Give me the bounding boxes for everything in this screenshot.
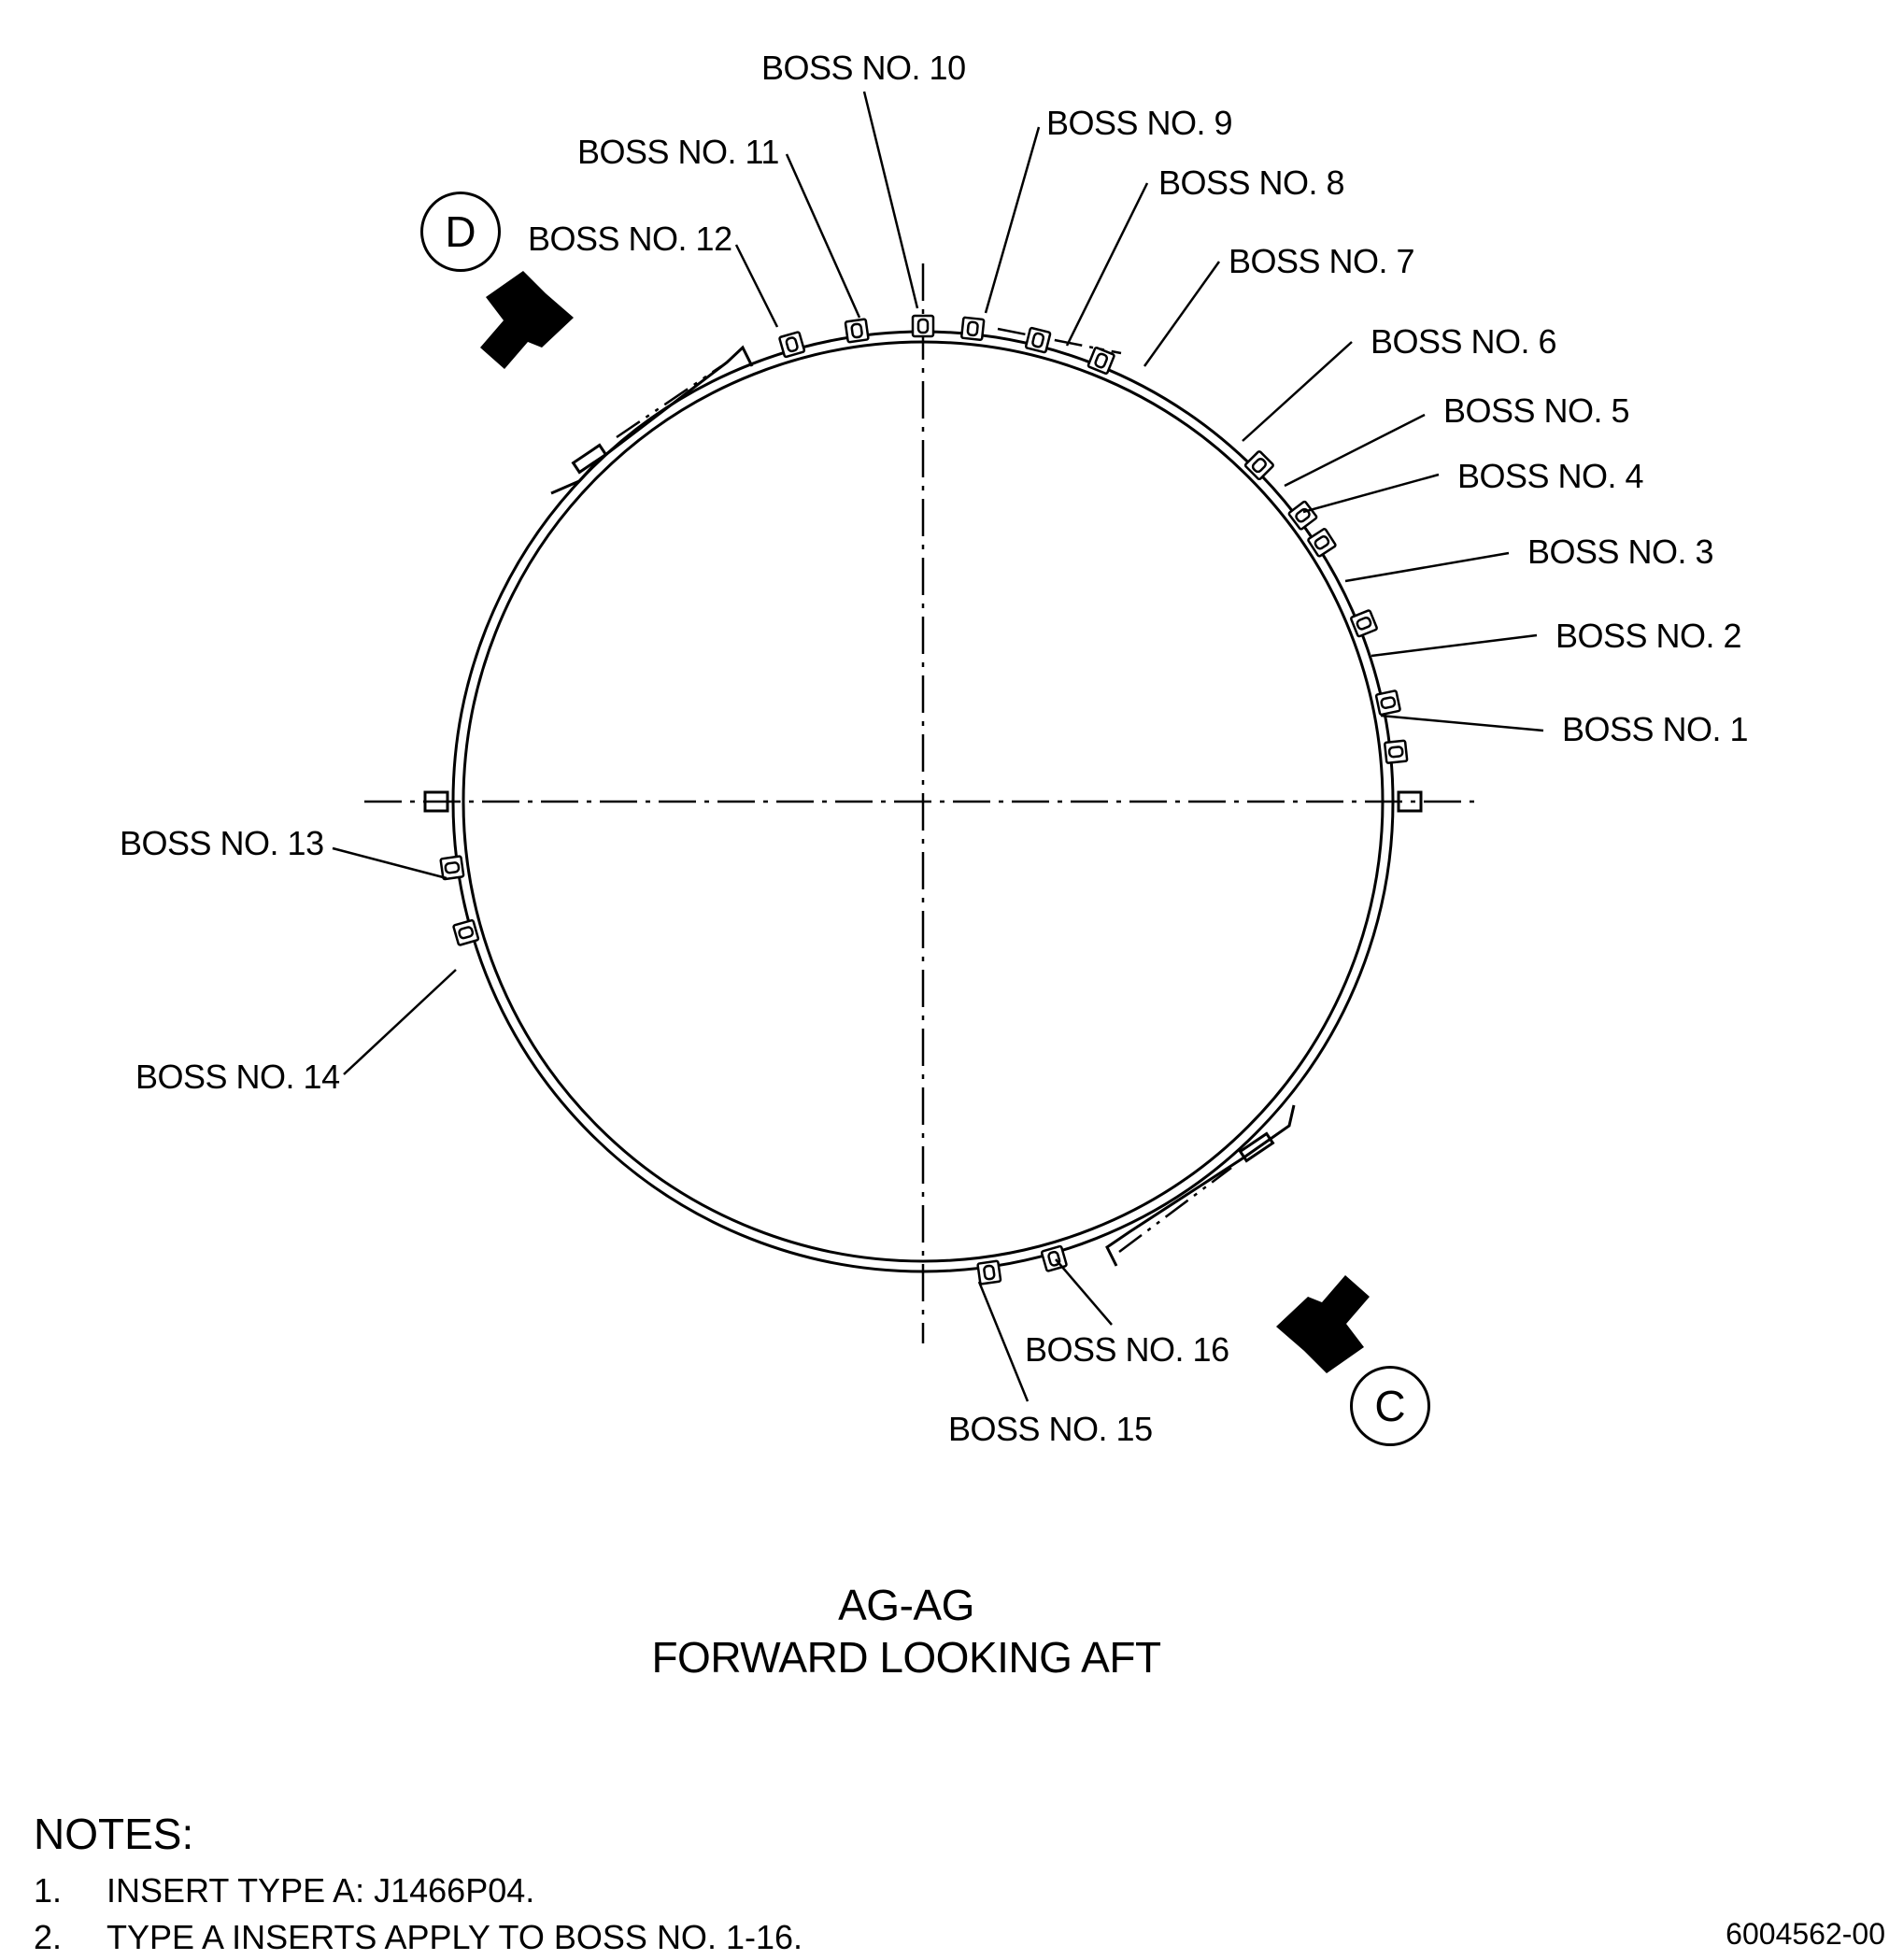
flange-segment-upper-left <box>550 345 754 495</box>
leader-line-boss-9 <box>984 126 1041 314</box>
boss-label-9: BOSS NO. 9 <box>1046 104 1233 142</box>
flange-tab-lower-right <box>1238 1131 1275 1163</box>
leader-line-boss-7 <box>1143 261 1221 367</box>
note-number: 1. <box>34 1871 63 1910</box>
notes-heading: NOTES: <box>34 1810 194 1858</box>
leader-line-boss-10 <box>862 91 919 309</box>
section-caption: FORWARD LOOKING AFT <box>651 1633 1161 1682</box>
note-item: 2. TYPE A INSERTS APPLY TO BOSS NO. 1-16… <box>34 1914 802 1960</box>
boss-label-14: BOSS NO. 14 <box>135 1058 340 1096</box>
boss-2 <box>1374 689 1401 717</box>
note-number: 2. <box>34 1918 63 1956</box>
boss-7 <box>1087 347 1115 375</box>
boss-9 <box>960 316 986 341</box>
boss-14 <box>452 918 480 946</box>
leader-line-boss-3 <box>1344 551 1510 583</box>
view-marker-c: C <box>1350 1366 1430 1446</box>
note-text: INSERT TYPE A: J1466P04. <box>107 1871 535 1910</box>
leader-line-boss-1 <box>1380 714 1544 732</box>
leader-line-boss-11 <box>785 153 861 319</box>
view-marker-c-letter: C <box>1374 1382 1406 1430</box>
view-arrow-c <box>1276 1275 1370 1373</box>
view-marker-d-letter: D <box>445 207 476 256</box>
note-text: TYPE A INSERTS APPLY TO BOSS NO. 1-16. <box>107 1918 802 1956</box>
leader-line-boss-8 <box>1065 182 1149 347</box>
boss-label-6: BOSS NO. 6 <box>1371 322 1557 361</box>
boss-13 <box>439 855 465 881</box>
boss-label-8: BOSS NO. 8 <box>1158 163 1345 202</box>
lug-right <box>1397 790 1423 813</box>
section-title: AG-AG FORWARD LOOKING AFT <box>0 1579 1812 1683</box>
boss-label-1: BOSS NO. 1 <box>1562 710 1749 748</box>
lug-left <box>423 790 449 813</box>
flange-hidden-line-lower-right <box>1118 1167 1232 1253</box>
boss-label-2: BOSS NO. 2 <box>1555 617 1742 655</box>
boss-label-12: BOSS NO. 12 <box>528 220 732 258</box>
leader-line-boss-15 <box>977 1281 1030 1402</box>
note-item: 1. INSERT TYPE A: J1466P04. <box>34 1868 802 1914</box>
boss-label-16: BOSS NO. 16 <box>1025 1330 1229 1369</box>
boss-5 <box>1287 500 1318 531</box>
leader-line-boss-12 <box>734 244 779 328</box>
boss-label-10: BOSS NO. 10 <box>761 49 966 87</box>
view-arrow-d <box>480 271 574 369</box>
section-id: AG-AG <box>838 1581 974 1629</box>
drawing-number: 6004562-00 <box>1726 1917 1885 1951</box>
boss-6 <box>1243 450 1274 481</box>
view-marker-d: D <box>420 192 501 272</box>
flange-tab-upper-left <box>571 443 608 475</box>
leader-line-boss-6 <box>1242 341 1353 442</box>
boss-4 <box>1307 528 1337 558</box>
leader-line-boss-14 <box>343 969 457 1075</box>
flange-segment-lower-right <box>1105 1104 1296 1267</box>
notes-block: NOTES: 1. INSERT TYPE A: J1466P04. 2. TY… <box>34 1808 802 1960</box>
boss-10 <box>911 314 935 338</box>
boss-8 <box>1024 326 1052 354</box>
leader-line-boss-4 <box>1302 473 1440 514</box>
boss-label-5: BOSS NO. 5 <box>1443 391 1630 430</box>
boss-label-15: BOSS NO. 15 <box>948 1410 1153 1448</box>
leader-line-boss-16 <box>1055 1258 1113 1326</box>
boss-label-3: BOSS NO. 3 <box>1527 533 1714 571</box>
boss-12 <box>778 331 806 359</box>
boss-label-7: BOSS NO. 7 <box>1229 242 1415 280</box>
leader-line-boss-13 <box>332 846 447 880</box>
leader-line-boss-5 <box>1284 413 1426 488</box>
boss-1 <box>1384 739 1409 764</box>
flange-hidden-line-upper-left <box>616 364 722 439</box>
boss-15 <box>976 1259 1002 1285</box>
leader-line-boss-2 <box>1371 633 1538 658</box>
boss-11 <box>844 318 870 344</box>
boss-label-4: BOSS NO. 4 <box>1457 457 1644 495</box>
boss-label-11: BOSS NO. 11 <box>577 133 779 171</box>
boss-3 <box>1350 609 1378 638</box>
boss-label-13: BOSS NO. 13 <box>120 824 324 862</box>
